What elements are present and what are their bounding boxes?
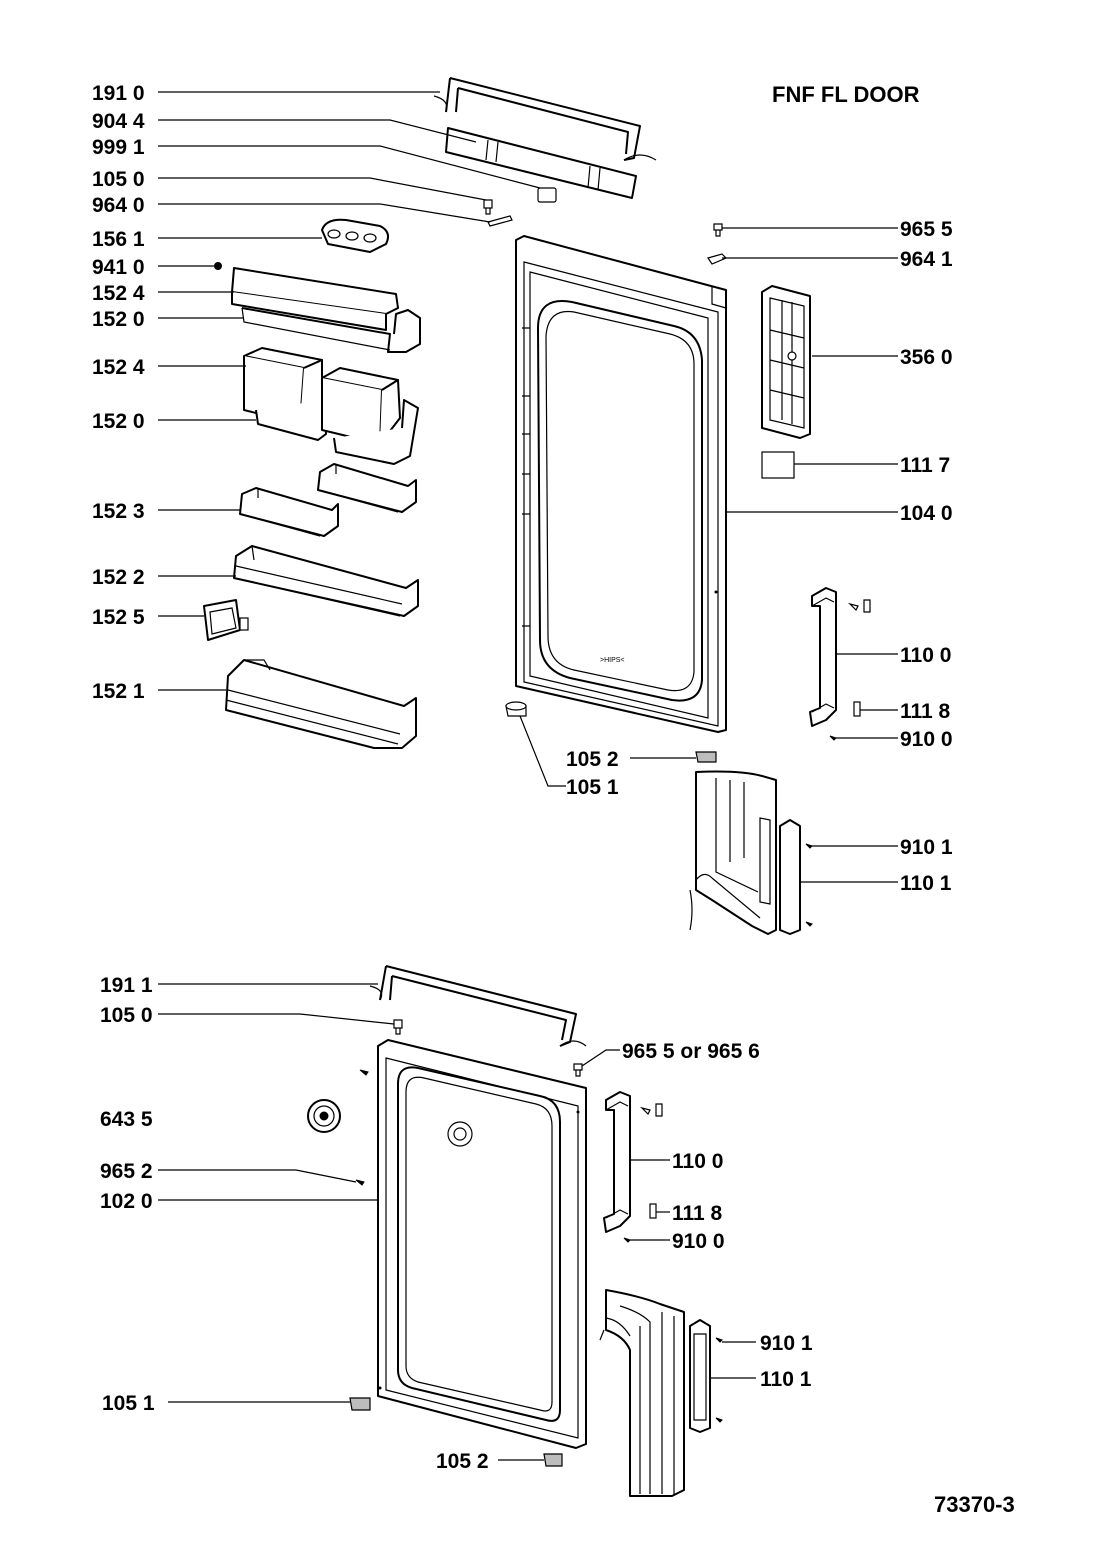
gasket-top-part xyxy=(433,77,657,161)
screw-part-965-side xyxy=(359,1069,369,1076)
hinge-cover-plate xyxy=(761,285,811,439)
label-110-0-lower: 110 0 xyxy=(672,1150,723,1173)
large-bottle-balcony xyxy=(225,659,417,749)
label-105-1-lower: 105 1 xyxy=(102,1392,155,1415)
cap-part-111-lower xyxy=(649,1203,657,1219)
plug-part-105-top xyxy=(483,199,493,215)
label-105-2-upper: 105 2 xyxy=(566,748,619,771)
label-110-1-lower: 110 1 xyxy=(760,1368,812,1391)
label-910-1-lower: 910 1 xyxy=(760,1332,813,1355)
label-152-2: 152 2 xyxy=(92,566,145,589)
small-balcony-lower-left xyxy=(239,487,339,537)
label-104-0: 104 0 xyxy=(900,502,953,525)
label-152-4-top: 152 4 xyxy=(92,282,145,305)
label-105-1-upper: 105 1 xyxy=(566,776,619,799)
mid-balcony-left xyxy=(243,347,327,441)
screw-part-965-lower xyxy=(573,1063,583,1077)
label-964-0: 964 0 xyxy=(92,194,145,217)
label-152-0-mid: 152 0 xyxy=(92,410,145,433)
hinge-bush-part-105-2-lower xyxy=(543,1453,563,1467)
drawing-number: 73370-3 xyxy=(934,1492,1015,1517)
label-965-5-top: 965 5 xyxy=(900,218,953,241)
label-111-7: 111 7 xyxy=(900,454,950,477)
label-105-0-lower: 105 0 xyxy=(100,1004,153,1027)
egg-tray-part xyxy=(321,218,389,253)
label-156-1: 156 1 xyxy=(92,228,145,251)
label-964-1: 964 1 xyxy=(900,248,953,271)
clip-part-964-right xyxy=(707,253,728,265)
label-105-0-top: 105 0 xyxy=(92,168,145,191)
lower-door-panel xyxy=(377,1039,587,1449)
screw-part-910-upper xyxy=(829,735,837,741)
label-356-0: 356 0 xyxy=(900,346,953,369)
label-965-5-or-965-6: 965 5 or 965 6 xyxy=(622,1040,760,1063)
label-152-0-top: 152 0 xyxy=(92,308,145,331)
block-part-999 xyxy=(537,187,557,203)
label-191-1: 191 1 xyxy=(100,974,153,997)
label-sticker-part xyxy=(761,451,795,479)
label-110-0-upper: 110 0 xyxy=(900,644,951,667)
handle-lower-door xyxy=(603,1091,663,1233)
label-110-1-upper: 110 1 xyxy=(900,872,952,895)
mid-balcony-right xyxy=(321,367,419,465)
label-111-8-upper: 111 8 xyxy=(900,700,951,723)
label-152-1: 152 1 xyxy=(92,680,145,703)
small-balcony-lower-right xyxy=(317,463,417,513)
label-941-0: 941 0 xyxy=(92,256,145,279)
label-910-1-upper: 910 1 xyxy=(900,836,953,859)
label-152-3: 152 3 xyxy=(92,500,145,523)
cap-part-111-upper xyxy=(853,701,861,717)
label-111-8-lower: 111 8 xyxy=(672,1202,723,1225)
screw-part-965-top xyxy=(713,223,723,237)
svg-text:>HIPS<: >HIPS< xyxy=(600,657,625,664)
gasket-lower-part xyxy=(369,965,587,1047)
plug-part-105-lower xyxy=(393,1019,403,1035)
divider-part xyxy=(203,599,249,641)
label-643-5: 643 5 xyxy=(100,1108,153,1131)
screw-part-965-2 xyxy=(355,1179,365,1186)
hinge-bush-part-105-1-upper xyxy=(505,701,527,717)
part-labels: 191 0 904 4 999 1 105 0 964 0 156 1 941 … xyxy=(92,82,953,1473)
label-105-2-lower: 105 2 xyxy=(436,1450,489,1473)
upper-door-panel: >HIPS< xyxy=(515,235,727,733)
thermostat-knob-part xyxy=(307,1099,341,1133)
label-152-5: 152 5 xyxy=(92,606,145,629)
handle-profile-detail-lower xyxy=(599,1289,723,1497)
label-102-0: 102 0 xyxy=(100,1190,153,1213)
screw-part-941 xyxy=(214,262,222,270)
label-152-4-mid: 152 4 xyxy=(92,356,145,379)
long-balcony xyxy=(233,545,419,617)
top-balcony-with-cover xyxy=(231,267,421,353)
screw-part-910-lower xyxy=(623,1237,631,1243)
top-trim-part xyxy=(445,127,637,199)
handle-upper-door xyxy=(809,587,871,727)
hinge-bush-part-105-1-lower xyxy=(349,1397,371,1411)
label-910-0-lower: 910 0 xyxy=(672,1230,725,1253)
leader-lines xyxy=(158,91,898,1461)
clip-part-964-top xyxy=(487,215,513,227)
label-904-4: 904 4 xyxy=(92,110,145,133)
label-910-0-upper: 910 0 xyxy=(900,728,953,751)
label-191-0: 191 0 xyxy=(92,82,145,105)
hinge-bush-part-105-2-upper xyxy=(695,751,717,763)
label-965-2: 965 2 xyxy=(100,1160,153,1183)
diagram-title: FNF FL DOOR xyxy=(772,82,920,107)
handle-profile-detail-upper xyxy=(689,770,813,935)
label-999-1: 999 1 xyxy=(92,136,145,159)
